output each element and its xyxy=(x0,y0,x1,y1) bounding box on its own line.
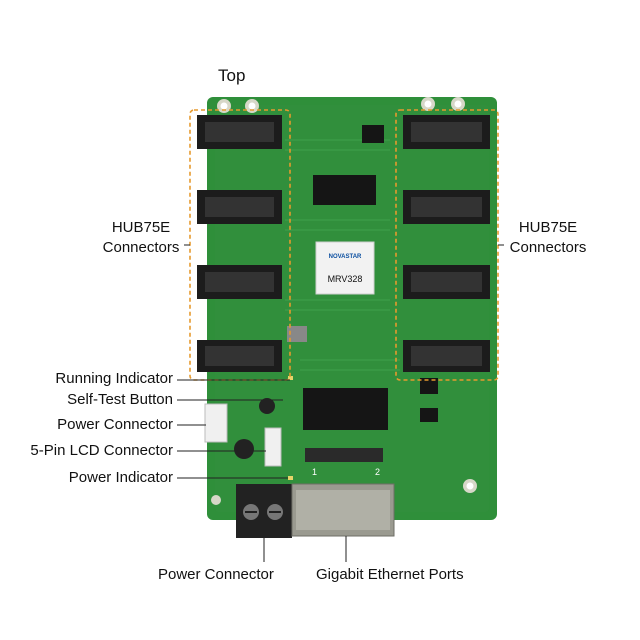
leader-lines xyxy=(177,244,504,562)
hub-left-label-line2: Connectors xyxy=(102,239,180,256)
pcb-traces xyxy=(285,139,400,371)
lcd-connector-part xyxy=(264,427,282,467)
model-label: MRV328 xyxy=(328,274,363,284)
capacitor xyxy=(259,398,275,414)
mounting-holes xyxy=(211,97,477,505)
capacitor xyxy=(234,439,254,459)
port-1-label: 1 xyxy=(312,467,317,477)
brand-label: NOVASTAR xyxy=(329,254,362,260)
lcd-connector-label: 5-Pin LCD Connector xyxy=(30,442,173,459)
power-connector-side-label: Power Connector xyxy=(57,416,173,433)
side-power-connector xyxy=(204,403,228,443)
power-connector-bottom-label: Power Connector xyxy=(158,566,274,583)
hub-right-label-line2: Connectors xyxy=(509,239,587,256)
main-chip xyxy=(315,241,375,295)
hub-right-label-line1: HUB75E xyxy=(518,219,578,236)
hub-left-label-line1: HUB75E xyxy=(111,219,171,236)
power-indicator-label: Power Indicator xyxy=(68,469,173,486)
pin-header xyxy=(305,448,383,462)
hub75e-right-connectors xyxy=(403,115,490,372)
ic-chips xyxy=(287,125,438,430)
power-led xyxy=(288,476,293,480)
running-indicator-label: Running Indicator xyxy=(55,370,173,387)
top-label: Top xyxy=(218,66,246,85)
self-test-button-label: Self-Test Button xyxy=(67,391,173,408)
port-2-label: 2 xyxy=(375,467,380,477)
hub75e-left-connectors xyxy=(197,115,282,372)
ethernet-ports-label: Gigabit Ethernet Ports xyxy=(316,566,464,583)
running-led xyxy=(288,376,293,380)
